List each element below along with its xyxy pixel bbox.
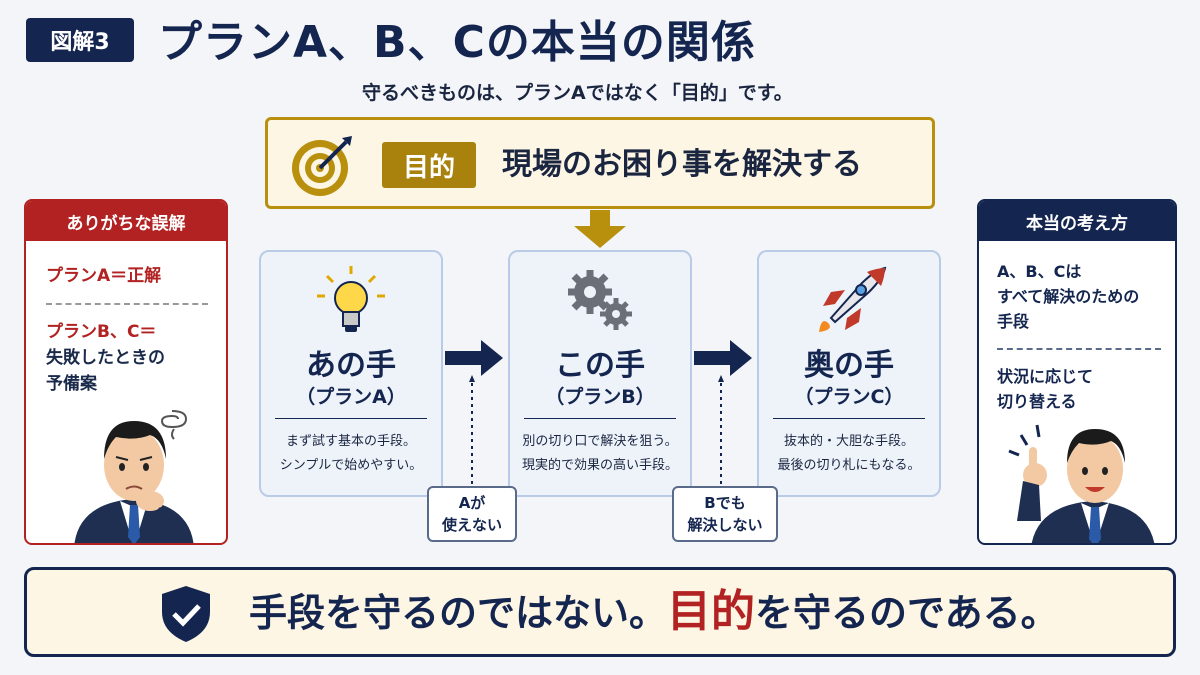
gears-icon (568, 270, 632, 330)
plan-card-c-sub: （プランC） (794, 386, 904, 408)
figure-badge: 図解3 (26, 18, 134, 62)
down-arrow-icon (574, 210, 626, 248)
plan-card-a-desc-line1: まず試す基本の手段。 (285, 434, 416, 449)
transition-note-a-line1: Aが (458, 494, 486, 512)
true-thinking-panel: 本当の考え方 A、B、Cは すべて解決のための 手段 状況に応じて 切り替える (977, 199, 1177, 545)
transition-note-b-line2: 解決しない (687, 516, 763, 534)
transition-note-b: Bでも 解決しない (672, 486, 778, 542)
plan-card-c-desc-line2: 最後の切り札にもなる。 (777, 458, 921, 473)
misconception-item-2-line2: 失敗したときの (46, 348, 165, 368)
plan-card-b: この手 （プランB） 別の切り口で解決を狙う。 現実的で効果の高い手段。 (508, 250, 692, 497)
true-thinking-item-1-line3: 手段 (997, 312, 1030, 331)
true-thinking-item-1-line1: A、B、Cは (997, 262, 1082, 281)
transition-note-b-line1: Bでも (704, 494, 746, 512)
target-icon (292, 136, 352, 196)
plan-card-c-desc-line1: 抜本的・大胆な手段。 (783, 434, 914, 449)
plan-card-c-desc: 抜本的・大胆な手段。 最後の切り札にもなる。 (759, 430, 939, 478)
transition-note-a-line2: 使えない (441, 516, 502, 534)
arrow-right-icon (445, 340, 503, 376)
conclusion-banner: 手段を守るのではない。目的を守るのである。 (24, 567, 1176, 657)
plan-card-a-sub: （プランA） (296, 386, 406, 408)
conclusion-highlight: 目的 (667, 586, 756, 637)
misconception-item-1: プランA＝正解 (46, 266, 162, 286)
true-thinking-item-2-line2: 切り替える (997, 392, 1077, 411)
conclusion-text-after: を守るのである。 (755, 591, 1059, 635)
misconception-heading: ありがちな誤解 (26, 201, 226, 241)
goal-tag: 目的 (382, 142, 476, 188)
arrow-right-icon (694, 340, 752, 376)
confident-businessman-icon (1008, 424, 1155, 543)
true-thinking-heading: 本当の考え方 (979, 201, 1175, 241)
misconception-panel: ありがちな誤解 プランA＝正解 プランB、C＝ 失敗したときの 予備案 (24, 199, 228, 545)
transition-note-a: Aが 使えない (427, 486, 517, 542)
divider (46, 303, 208, 305)
shield-check-icon (162, 586, 210, 642)
plan-card-c: 奥の手 （プランC） 抜本的・大胆な手段。 最後の切り札にもなる。 (757, 250, 941, 497)
divider (773, 418, 925, 419)
plan-card-a-desc-line2: シンプルで始めやすい。 (279, 458, 423, 473)
plan-card-b-name: この手 (555, 348, 645, 383)
plan-card-b-sub: （プランB） (545, 386, 655, 408)
plan-card-b-desc: 別の切り口で解決を狙う。 現実的で効果の高い手段。 (510, 430, 690, 478)
worried-businessman-icon (74, 410, 194, 543)
plan-card-a-desc: まず試す基本の手段。 シンプルで始めやすい。 (261, 430, 441, 478)
divider (997, 348, 1161, 350)
lightbulb-icon (317, 266, 385, 332)
misconception-item-2-line3: 予備案 (46, 374, 97, 394)
plan-card-b-desc-line1: 別の切り口で解決を狙う。 (522, 434, 678, 449)
plan-card-a: あの手 （プランA） まず試す基本の手段。 シンプルで始めやすい。 (259, 250, 443, 497)
divider (524, 418, 676, 419)
plan-card-c-name: 奥の手 (804, 348, 894, 383)
plan-card-b-desc-line2: 現実的で効果の高い手段。 (521, 458, 678, 473)
conclusion-text: 手段を守るのではない。目的を守るのである。 (249, 584, 1059, 641)
dotted-up-arrow (469, 375, 475, 487)
goal-banner: 目的 現場のお困り事を解決する (265, 117, 935, 209)
rocket-icon (819, 266, 887, 332)
true-thinking-item-2-line1: 状況に応じて (997, 367, 1094, 386)
goal-text: 現場のお困り事を解決する (502, 147, 862, 182)
page-title: プランA、B、Cの本当の関係 (158, 17, 756, 68)
true-thinking-item-1-line2: すべて解決のための (997, 287, 1140, 306)
divider (275, 418, 427, 419)
plan-card-a-name: あの手 (306, 348, 396, 383)
dotted-up-arrow (718, 375, 724, 487)
misconception-item-2-line1: プランB、C＝ (46, 322, 157, 342)
page-subtitle: 守るべきものは、プランAではなく「目的」です。 (362, 82, 793, 104)
conclusion-text-before: 手段を守るのではない。 (249, 591, 668, 635)
